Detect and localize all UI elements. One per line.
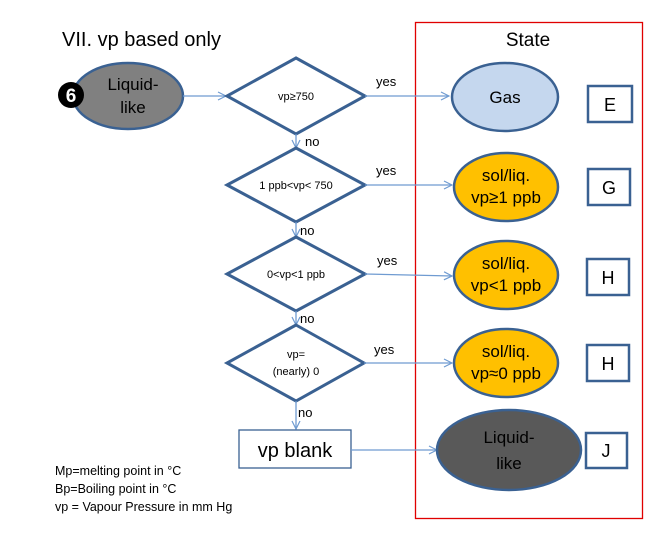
decision-1-text: vp≥750 [278, 91, 314, 103]
yes-label-3: yes [377, 253, 398, 268]
state-code-box-h-1: H [585, 257, 631, 297]
state-panel [414, 21, 644, 520]
state-panel-title: State [506, 30, 550, 51]
state-liquid-like-line-1: Liquid- [483, 428, 534, 447]
state-code-box-g: G [586, 167, 632, 207]
state-liquid-like[interactable]: Liquid- like [435, 408, 583, 492]
decision-1[interactable]: vp≥750 [223, 56, 369, 136]
no-label-3: no [300, 311, 314, 326]
state-sol-liq-1-line-1: sol/liq. [482, 166, 530, 185]
decision-2[interactable]: 1 ppb<vp< 750 [223, 146, 369, 224]
state-sol-liq-3[interactable]: sol/liq. vp≈0 ppb [452, 327, 560, 399]
connector-yes-3 [364, 274, 452, 276]
legend-line-mp: Mp=melting point in °C [55, 464, 181, 478]
state-sol-liq-2-line-1: sol/liq. [482, 254, 530, 273]
state-code-j: J [602, 441, 611, 461]
no-label-2: no [300, 223, 314, 238]
state-gas[interactable]: Gas [450, 61, 560, 133]
legend: Mp=melting point in °C Bp=Boiling point … [55, 464, 232, 514]
state-code-box-h-2: H [585, 343, 631, 383]
state-sol-liq-1-line-2: vp≥1 ppb [471, 188, 541, 207]
state-sol-liq-3-line-1: sol/liq. [482, 342, 530, 361]
state-code-h-2: H [602, 354, 615, 374]
decision-2-text: 1 ppb<vp< 750 [259, 180, 332, 192]
yes-label-1: yes [376, 74, 397, 89]
no-label-1: no [305, 134, 319, 149]
vp-blank-box[interactable]: vp blank [238, 429, 352, 469]
state-sol-liq-1[interactable]: sol/liq. vp≥1 ppb [452, 151, 560, 223]
start-node-line-1: Liquid- [107, 75, 158, 94]
state-sol-liq-2[interactable]: sol/liq. vp<1 ppb [452, 239, 560, 311]
decision-3-text: 0<vp<1 ppb [267, 269, 325, 281]
step-number-text: 6 [66, 86, 77, 107]
state-code-box-j: J [584, 431, 629, 470]
step-number-badge: 6 [58, 82, 84, 108]
decision-4-text-line-2: (nearly) 0 [273, 366, 319, 378]
state-sol-liq-2-line-2: vp<1 ppb [471, 276, 541, 295]
state-liquid-like-line-2: like [496, 454, 522, 473]
diagram-title: VII. vp based only [62, 29, 221, 51]
state-gas-label: Gas [489, 88, 520, 107]
decision-4-text-line-1: vp= [287, 349, 305, 361]
start-node[interactable]: Liquid- like [71, 61, 185, 131]
legend-line-vp: vp = Vapour Pressure in mm Hg [55, 500, 232, 514]
state-code-g: G [602, 178, 616, 198]
state-sol-liq-3-line-2: vp≈0 ppb [471, 364, 541, 383]
legend-line-bp: Bp=Boiling point in °C [55, 482, 176, 496]
vp-blank-label: vp blank [258, 440, 333, 462]
state-code-h-1: H [602, 268, 615, 288]
state-code-e: E [604, 95, 616, 115]
decision-3[interactable]: 0<vp<1 ppb [223, 235, 369, 313]
start-node-line-2: like [120, 98, 146, 117]
decision-4[interactable]: vp= (nearly) 0 [223, 323, 368, 403]
yes-label-2: yes [376, 163, 397, 178]
no-label-4: no [298, 405, 312, 420]
yes-label-4: yes [374, 342, 395, 357]
state-code-box-e: E [586, 84, 634, 124]
